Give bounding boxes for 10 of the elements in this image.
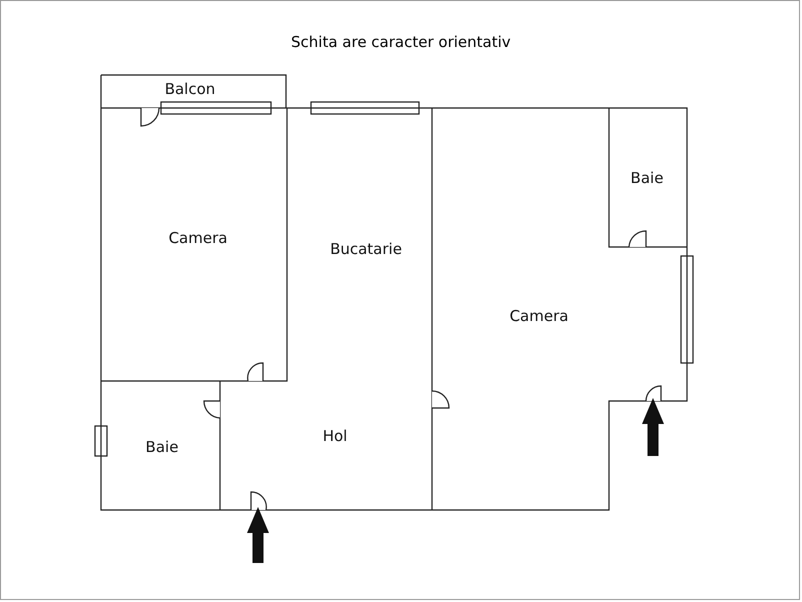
plan-title: Schita are caracter orientativ xyxy=(291,33,511,51)
room-label: Baie xyxy=(146,438,178,456)
entrance-arrow xyxy=(247,507,269,563)
room-label: Baie xyxy=(630,169,664,187)
entrance-arrow xyxy=(642,398,664,456)
room-label: Camera xyxy=(510,307,568,325)
room-label: Bucatarie xyxy=(330,240,402,258)
room-label: Hol xyxy=(322,427,348,445)
room-label: Balcon xyxy=(164,80,216,98)
room-label: Camera xyxy=(168,229,228,247)
